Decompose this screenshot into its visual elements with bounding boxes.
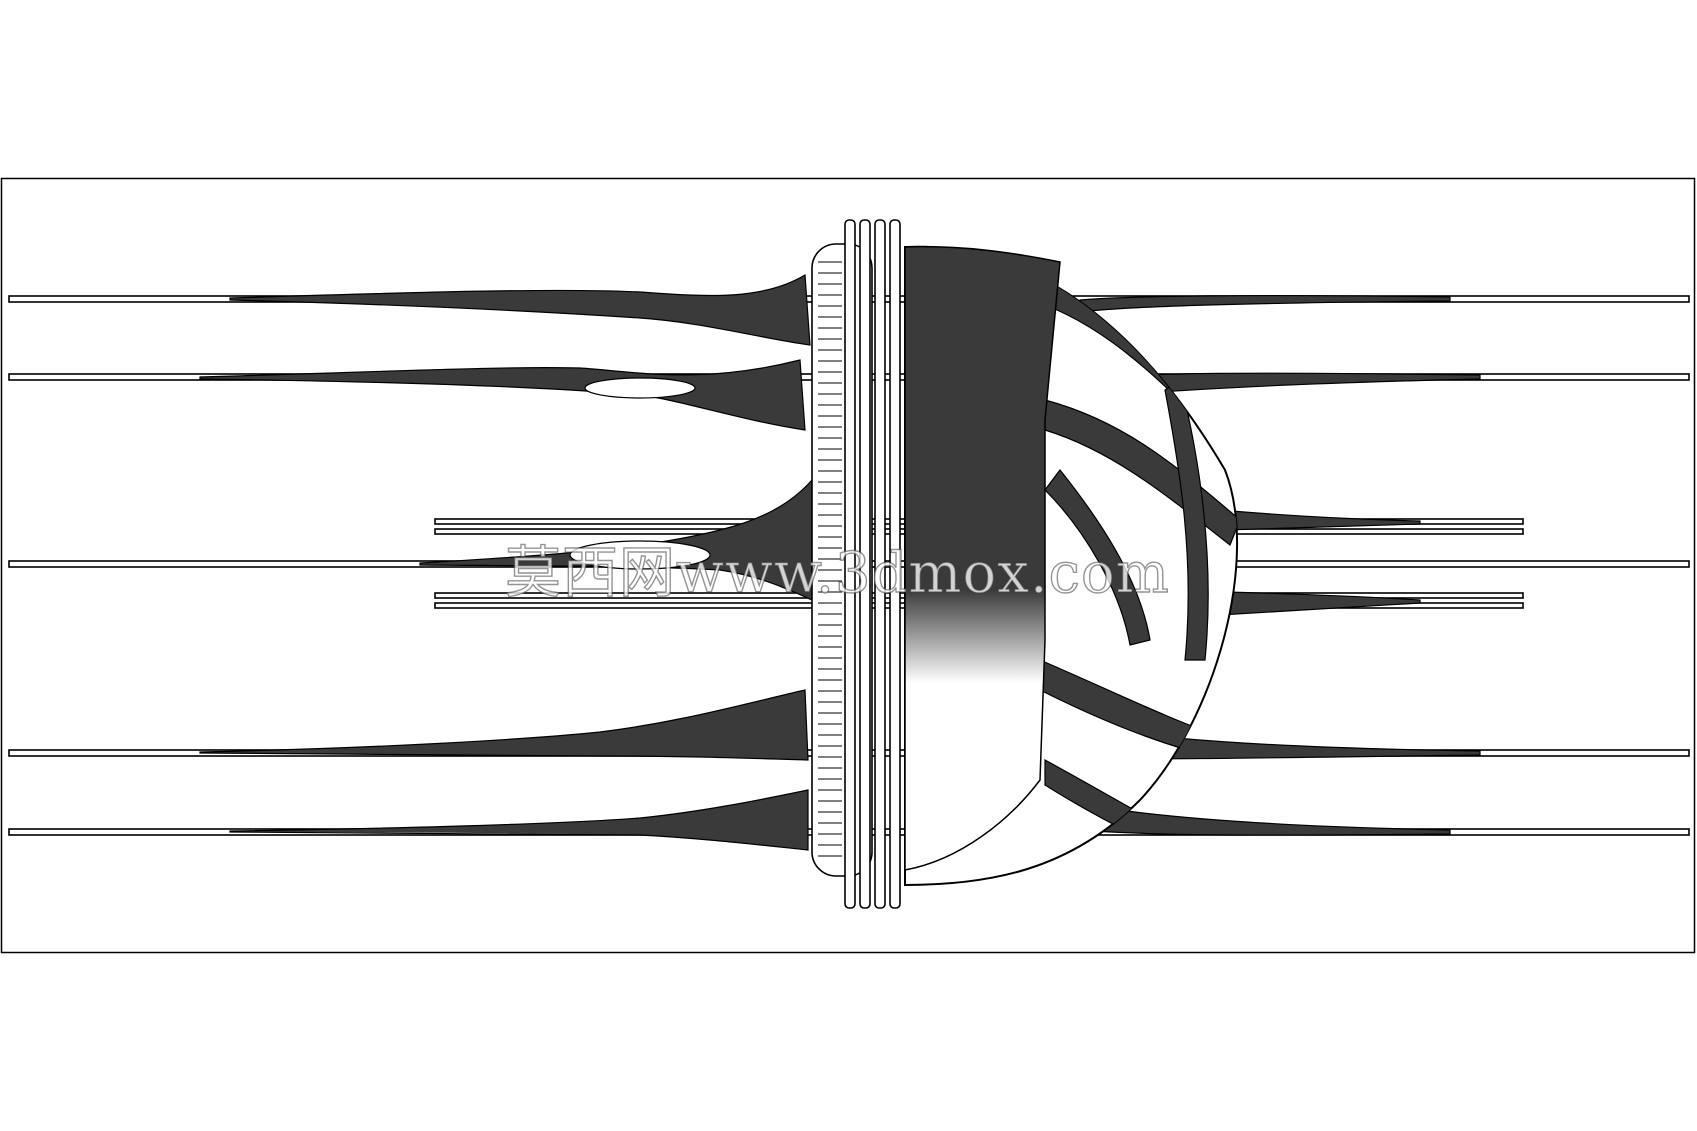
fin-cutouts [569,377,711,570]
fin-right-bottom [1059,799,1451,836]
fin-left-mid [419,478,813,601]
fin-left-lower [199,689,809,761]
sphere-body [904,245,1239,887]
cutout-mid [569,540,711,570]
drawing-frame [0,177,1696,954]
ring-band-2 [859,219,871,909]
fin-left-top [229,273,811,346]
right-fins [1059,294,1481,836]
fin-left-upper [199,359,806,431]
sphere-front-cap [904,245,1061,871]
cage-rib-3 [1044,469,1151,646]
ring-band-4 [889,219,901,909]
ring-stack [811,219,901,909]
left-fins [199,273,813,851]
ring-band-1 [844,219,856,909]
ring-slats [818,261,842,857]
ring-base [811,243,873,877]
fin-right-top [1079,294,1451,313]
ring-band-3 [874,219,886,909]
fin-right-mid-upper [1219,509,1421,531]
cutout-upper [584,377,696,399]
cage-rib-6 [1164,379,1209,661]
fin-left-bottom [229,789,809,851]
fin-right-mid-lower [1219,591,1421,616]
